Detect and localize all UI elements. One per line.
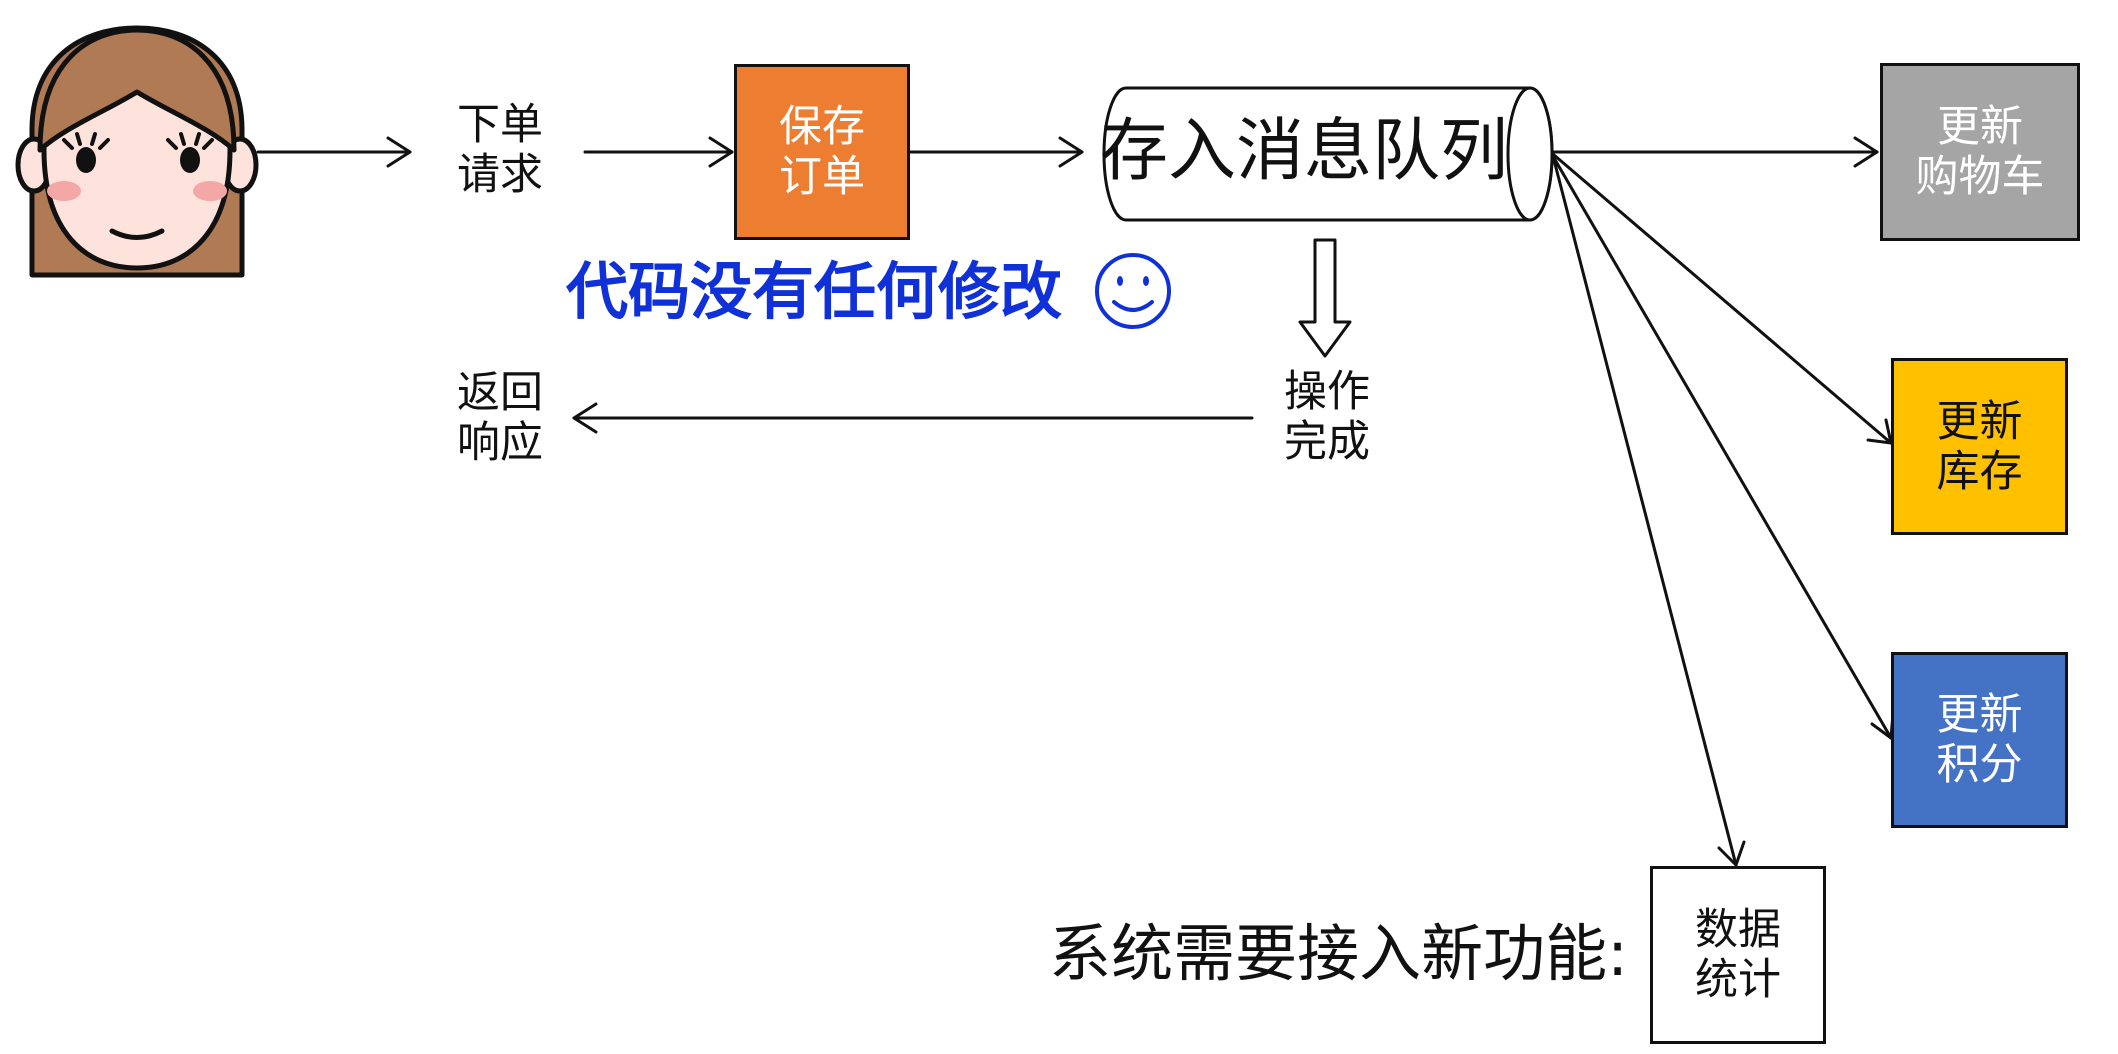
- arrow-user-to-request: [256, 136, 412, 168]
- arrow-queue-to-cart: [1552, 136, 1879, 168]
- arrow-request-to-save: [583, 136, 734, 168]
- update-points-box: 更新 积分: [1891, 652, 2068, 828]
- smiley-face-icon: [1095, 253, 1171, 329]
- arrow-queue-to-stock: [1552, 153, 1893, 445]
- arrow-done-to-response: [572, 402, 1254, 434]
- arrow-save-to-queue: [907, 136, 1084, 168]
- return-response-label: 返回 响应: [457, 368, 543, 468]
- left-eye: [76, 147, 96, 173]
- girl-face-icon: [15, 25, 259, 278]
- no-code-change-note: 代码没有任何修改: [566, 255, 1063, 328]
- mouth: [109, 228, 165, 240]
- arrow-queue-to-points: [1552, 156, 1895, 740]
- order-request-label: 下单 请求: [457, 100, 543, 200]
- operation-done-label: 操作 完成: [1284, 367, 1370, 467]
- data-stats-box: 数据 统计: [1650, 866, 1826, 1044]
- message-queue-label: 存入消息队列: [1100, 112, 1509, 191]
- arrow-queue-to-stats: [1552, 158, 1746, 867]
- left-cheek: [47, 181, 81, 201]
- save-order-box: 保存 订单: [734, 64, 910, 240]
- new-feature-caption: 系统需要接入新功能:: [1049, 917, 1628, 990]
- right-cheek: [193, 181, 227, 201]
- update-cart-box: 更新 购物车: [1880, 63, 2080, 241]
- update-stock-box: 更新 库存: [1891, 358, 2068, 535]
- right-eye: [180, 147, 200, 173]
- hollow-down-arrow: [1298, 238, 1352, 358]
- hair-fringe: [37, 27, 237, 153]
- message-queue-cylinder: [1102, 86, 1554, 222]
